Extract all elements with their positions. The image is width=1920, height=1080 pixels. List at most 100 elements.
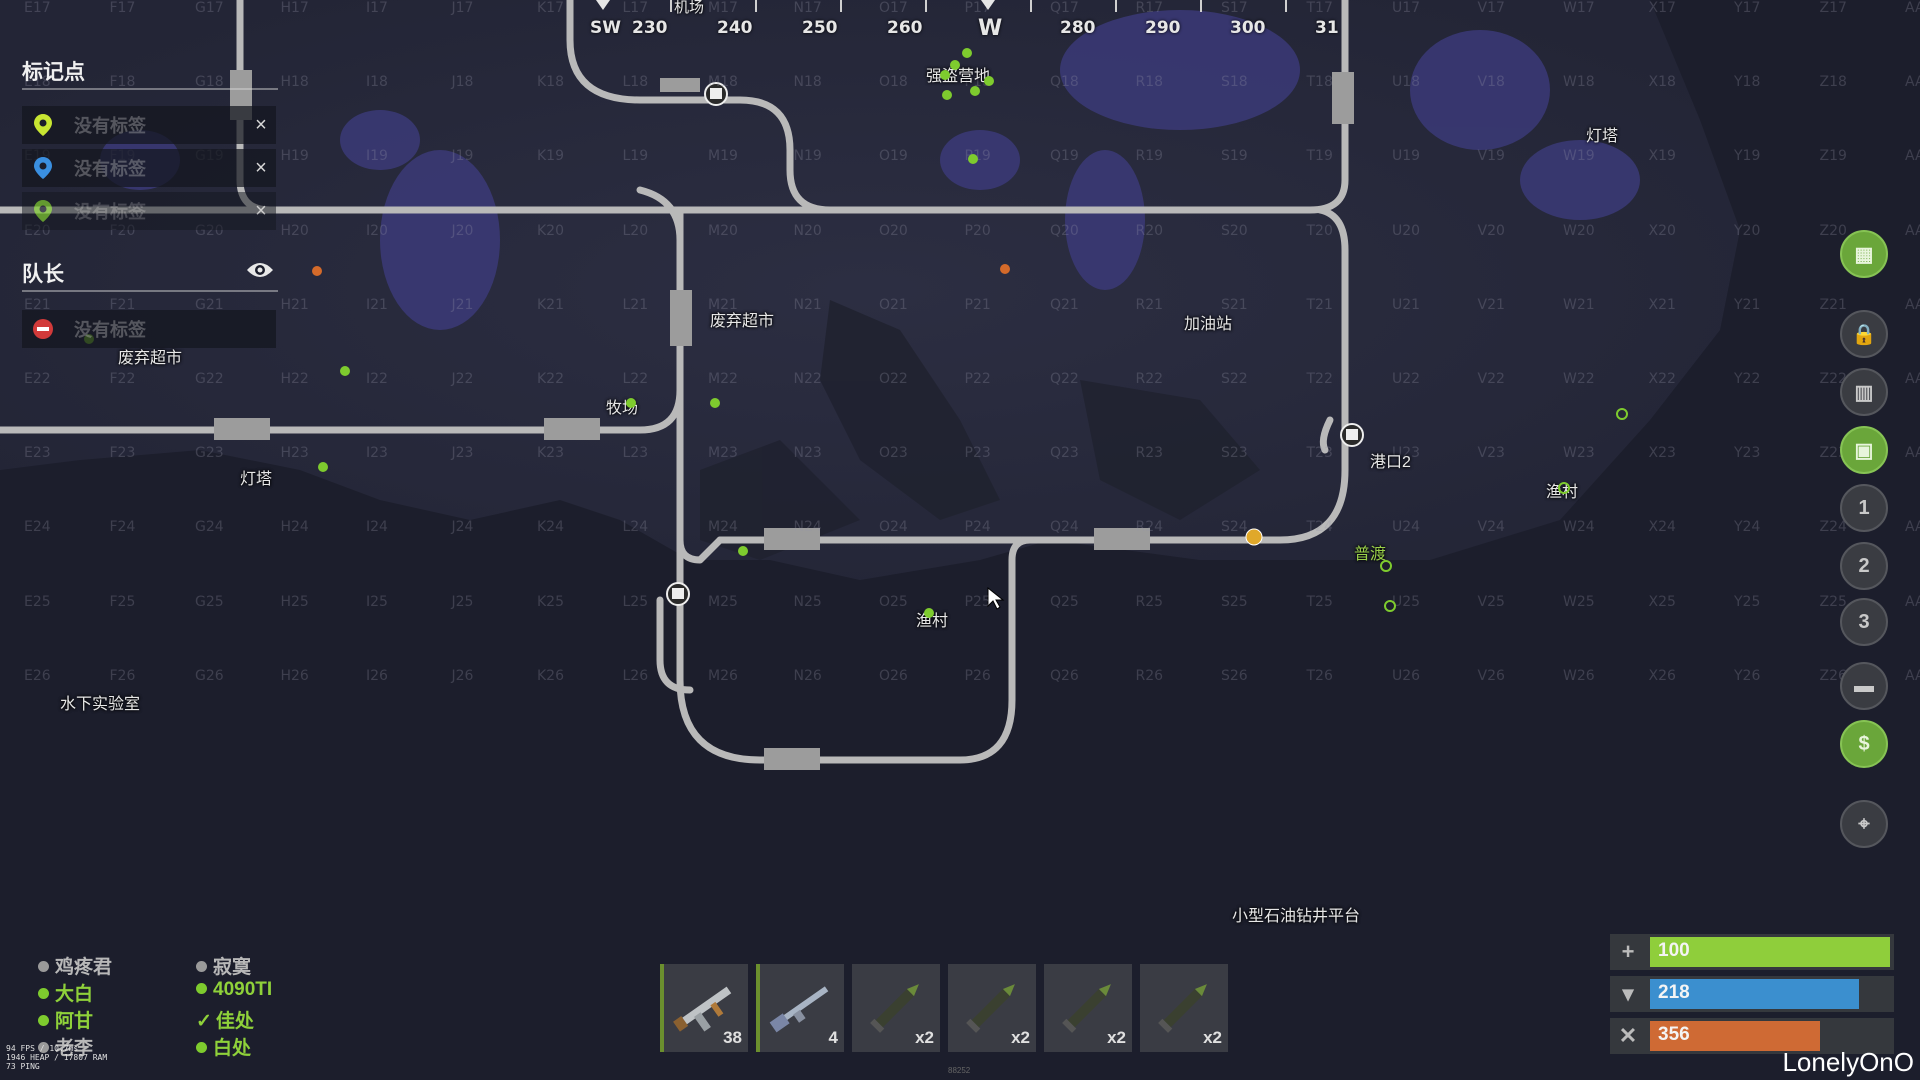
leader-marker-row[interactable]: 没有标签 — [22, 310, 276, 348]
vending-button[interactable]: $ — [1840, 720, 1888, 768]
map-marker-dot[interactable] — [940, 70, 950, 80]
close-icon[interactable]: × — [255, 199, 267, 222]
compass-bar: SW 230 240 250 260 W 280 290 300 31 机场 — [560, 0, 1340, 48]
place-label-abandoned-supermarket-w: 废弃超市 — [118, 350, 183, 367]
map-marker-ring[interactable] — [1384, 600, 1396, 612]
divider — [22, 88, 278, 90]
hotbar-slot-3[interactable]: x2 — [852, 964, 940, 1052]
place-label-lighthouse-ne: 灯塔 — [1586, 128, 1619, 145]
compass-poi-label: 机场 — [674, 0, 705, 16]
grid-toggle-button[interactable]: ▦ — [1840, 230, 1888, 278]
team-member: 4090TI — [196, 979, 272, 1001]
close-icon[interactable]: × — [255, 156, 267, 179]
map-marker-dot[interactable] — [970, 86, 980, 96]
number-2-icon: 2 — [1858, 554, 1870, 577]
marker-label[interactable]: 没有标签 — [74, 159, 146, 179]
hotbar-slot-5[interactable]: x2 — [1044, 964, 1132, 1052]
leader-title: 队长 — [22, 263, 64, 286]
water-fill — [1650, 979, 1859, 1009]
food-fill — [1650, 1021, 1821, 1051]
map-marker-dot[interactable] — [738, 546, 748, 556]
marker-row-2[interactable]: 没有标签 × — [22, 149, 276, 187]
place-label-harbor-2: 港口2 — [1370, 454, 1411, 471]
marker-row-1[interactable]: 没有标签 × — [22, 106, 276, 144]
hotbar-slot-1[interactable]: 38 — [660, 964, 748, 1052]
item-count: x2 — [1203, 1028, 1222, 1047]
map-pin-icon — [32, 157, 54, 179]
perf-ping: 73 PING — [6, 1062, 40, 1071]
map-marker-ring[interactable] — [1380, 560, 1392, 572]
place-label-lighthouse-w: 灯塔 — [240, 471, 273, 488]
compass-marker-icon — [596, 0, 610, 10]
map-pin-icon — [32, 200, 54, 222]
map-marker-dot[interactable] — [340, 366, 350, 376]
number-3-icon: 3 — [1858, 610, 1870, 633]
hotbar-slot-2[interactable]: 4 — [756, 964, 844, 1052]
shotgun-icon — [766, 976, 838, 1041]
train-button[interactable]: ▣ — [1840, 426, 1888, 474]
marker-label[interactable]: 没有标签 — [74, 116, 146, 136]
item-count: x2 — [1011, 1028, 1030, 1047]
water-value: 218 — [1658, 982, 1690, 1003]
map-marker-dot[interactable] — [710, 398, 720, 408]
map-marker-ring[interactable] — [1558, 482, 1570, 494]
train-markers — [666, 82, 1364, 606]
marker-label[interactable]: 没有标签 — [74, 320, 146, 340]
layer-2-button[interactable]: 2 — [1840, 542, 1888, 590]
map-button[interactable]: ▥ — [1840, 368, 1888, 416]
place-label-abandoned-supermarket: 废弃超市 — [710, 313, 775, 330]
marker-label[interactable]: 没有标签 — [74, 202, 146, 222]
compass-marker-icon — [981, 0, 995, 10]
divider — [22, 290, 278, 292]
health-icon: + — [1621, 939, 1635, 964]
layer-1-button[interactable]: 1 — [1840, 484, 1888, 532]
food-icon: ✕ — [1618, 1023, 1638, 1048]
markers-title: 标记点 — [22, 61, 85, 84]
map-marker-dot[interactable] — [924, 608, 934, 618]
map-marker-ring[interactable] — [1616, 408, 1628, 420]
rocket-icon — [1054, 974, 1124, 1043]
food-bar: ✕356 — [1610, 1018, 1894, 1054]
compass-label: 290 — [1145, 18, 1181, 38]
lock-button[interactable]: 🔒 — [1840, 310, 1888, 358]
place-label-underwater-lab: 水下实验室 — [60, 696, 141, 713]
map-marker-dot[interactable] — [984, 76, 994, 86]
map-marker-dot[interactable] — [962, 48, 972, 58]
marker-row-3[interactable]: 没有标签 × — [22, 192, 276, 230]
bed-button[interactable]: ▬ — [1840, 662, 1888, 710]
perf-fps: 94 FPS / 10.7ms — [6, 1044, 79, 1053]
map-marker-dot[interactable] — [950, 60, 960, 70]
compass-label: 31 — [1315, 18, 1339, 38]
no-entry-icon — [32, 318, 54, 340]
compass-label: W — [978, 16, 1003, 41]
map-marker-dot[interactable] — [942, 90, 952, 100]
visibility-eye-icon[interactable] — [246, 260, 274, 280]
team-member: 寂寞 — [196, 952, 251, 979]
player-marker — [1245, 528, 1263, 546]
map-marker-dot[interactable] — [318, 462, 328, 472]
dollar-icon: $ — [1858, 732, 1870, 755]
close-icon[interactable]: × — [255, 113, 267, 136]
team-member: 鸡疼君 — [38, 952, 112, 979]
bed-icon: ▬ — [1854, 674, 1874, 697]
map-marker-dot[interactable] — [312, 266, 322, 276]
assault-rifle-icon — [670, 976, 742, 1041]
team-member: 老李 — [38, 1033, 93, 1060]
grid-icon: ▦ — [1854, 243, 1874, 266]
map-marker-dot[interactable] — [1000, 264, 1010, 274]
water-icon: ▾ — [1622, 981, 1634, 1006]
compass-label: SW — [590, 18, 621, 38]
hotbar-slot-4[interactable]: x2 — [948, 964, 1036, 1052]
layer-3-button[interactable]: 3 — [1840, 598, 1888, 646]
team-member: 大白 — [38, 979, 93, 1006]
map-marker-dot[interactable] — [626, 398, 636, 408]
check-icon: ✓ — [196, 1011, 212, 1032]
map-marker-dot[interactable] — [968, 154, 978, 164]
hotbar-slot-6[interactable]: x2 — [1140, 964, 1228, 1052]
health-bar: +100 — [1610, 934, 1894, 970]
crosshair-icon: ⌖ — [1858, 812, 1870, 835]
locate-button[interactable]: ⌖ — [1840, 800, 1888, 848]
map-pin-icon — [32, 114, 54, 136]
team-member: 阿甘 — [38, 1006, 93, 1033]
